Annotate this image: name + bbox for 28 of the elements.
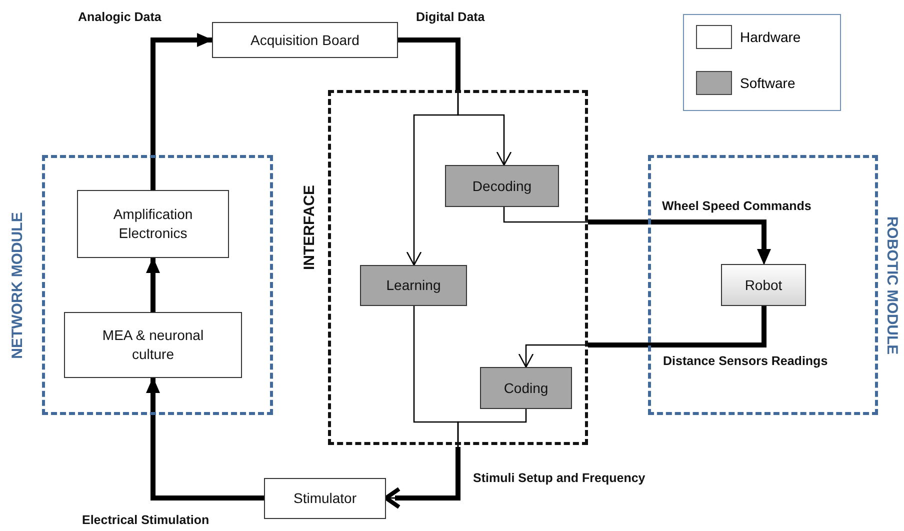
hardware-box: Stimulator [264, 478, 386, 519]
software-box: Coding [480, 367, 572, 409]
module-title: NETWORK MODULE [8, 212, 26, 358]
arrow [146, 377, 264, 500]
thick-line-segment [398, 38, 460, 92]
hardware-box: Acquisition Board [212, 22, 398, 58]
arrow [146, 257, 160, 312]
software-box: Decoding [445, 165, 559, 207]
module-title: ROBOTIC MODULE [883, 216, 900, 354]
edge-label: Digital Data [416, 10, 485, 24]
thick-line-segment [588, 306, 766, 348]
hardware-box: Amplification Electronics [77, 190, 229, 258]
edge-label: Distance Sensors Readings [663, 354, 828, 368]
arrow [384, 409, 527, 509]
thick-line-segment [588, 220, 766, 250]
edge-label: Electrical Stimulation [82, 513, 210, 527]
edge-label: Stimuli Setup and Frequency [473, 471, 646, 485]
software-box: Robot [721, 264, 806, 306]
edge-label: Analogic Data [78, 10, 162, 24]
arrow [503, 207, 771, 265]
edge-label: Wheel Speed Commands [662, 199, 812, 213]
module-title: INTERFACE [301, 185, 318, 270]
legend-label: Software [740, 75, 796, 91]
hardware-box: MEA & neuronal culture [64, 312, 242, 378]
legend-label: Hardware [740, 29, 801, 45]
thick-line-segment [395, 447, 460, 500]
software-box: Learning [360, 265, 467, 306]
arrow [150, 33, 213, 190]
